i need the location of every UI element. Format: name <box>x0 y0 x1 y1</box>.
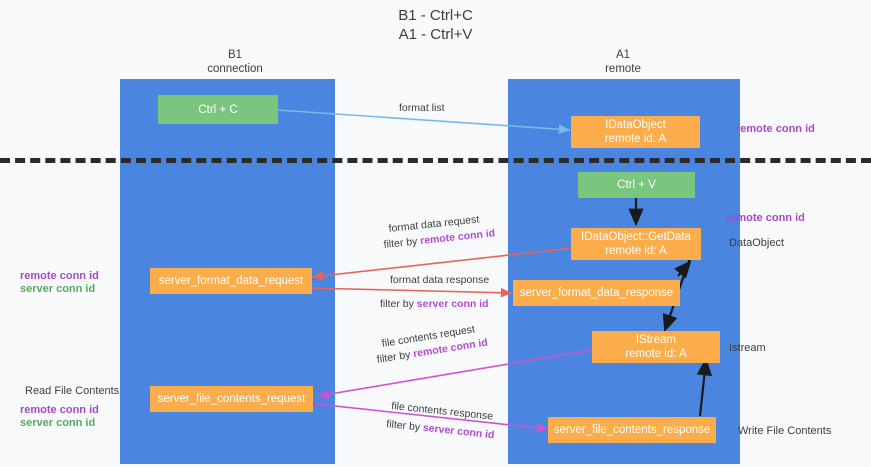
filter-key: server conn id <box>422 421 495 442</box>
box-server-file-contents-request[interactable]: server_file_contents_request <box>150 386 313 412</box>
filter-prefix: filter by <box>380 298 417 310</box>
box-ctrl-c[interactable]: Ctrl + C <box>158 95 278 124</box>
section-divider <box>0 158 871 163</box>
annotation-istream: Istream <box>729 342 766 354</box>
box-server-file-contents-response[interactable]: server_file_contents_response <box>548 417 716 443</box>
filter-prefix: filter by <box>385 418 424 434</box>
box-server-format-data-response[interactable]: server_format_data_response <box>513 280 680 306</box>
box-idataobject[interactable]: IDataObject remote id: A <box>571 116 700 148</box>
annotation-read-file-contents: Read File Contents <box>25 385 120 397</box>
annotation-left-remote-conn-id: remote conn id <box>20 270 99 282</box>
filter-prefix: filter by <box>383 235 421 251</box>
annotation-left-server-conn-id: server conn id <box>20 283 96 295</box>
box-server-format-data-request[interactable]: server_format_data_request <box>150 268 312 294</box>
annotation-remote-conn-id-top: remote conn id <box>736 123 815 135</box>
annotation-left-remote-conn-id-2: remote conn id <box>20 404 99 416</box>
page-title: B1 - Ctrl+C A1 - Ctrl+V <box>398 7 473 43</box>
edge-label-format-list: format list <box>399 102 445 114</box>
box-ctrl-v[interactable]: Ctrl + V <box>578 172 695 198</box>
filter-prefix: filter by <box>376 348 415 366</box>
annotation-left-server-conn-id-2: server conn id <box>20 417 96 429</box>
annotation-remote-conn-id-mid: remote conn id <box>726 212 805 224</box>
box-istream[interactable]: IStream remote id: A <box>592 331 720 363</box>
annotation-write-file-contents: Write File Contents <box>738 425 832 437</box>
annotation-dataobject: DataObject <box>729 237 785 249</box>
column-header-b1: B1 connection <box>207 49 263 75</box>
edge-label-format-data-response: format data response <box>390 274 490 286</box>
filter-key: server conn id <box>416 298 489 310</box>
edge-label-format-data-response-filter: filter by server conn id <box>380 298 489 311</box>
column-header-a1: A1 remote <box>605 49 641 75</box>
box-idataobject-getdata[interactable]: IDataObject::GetData remote id: A <box>571 228 701 260</box>
